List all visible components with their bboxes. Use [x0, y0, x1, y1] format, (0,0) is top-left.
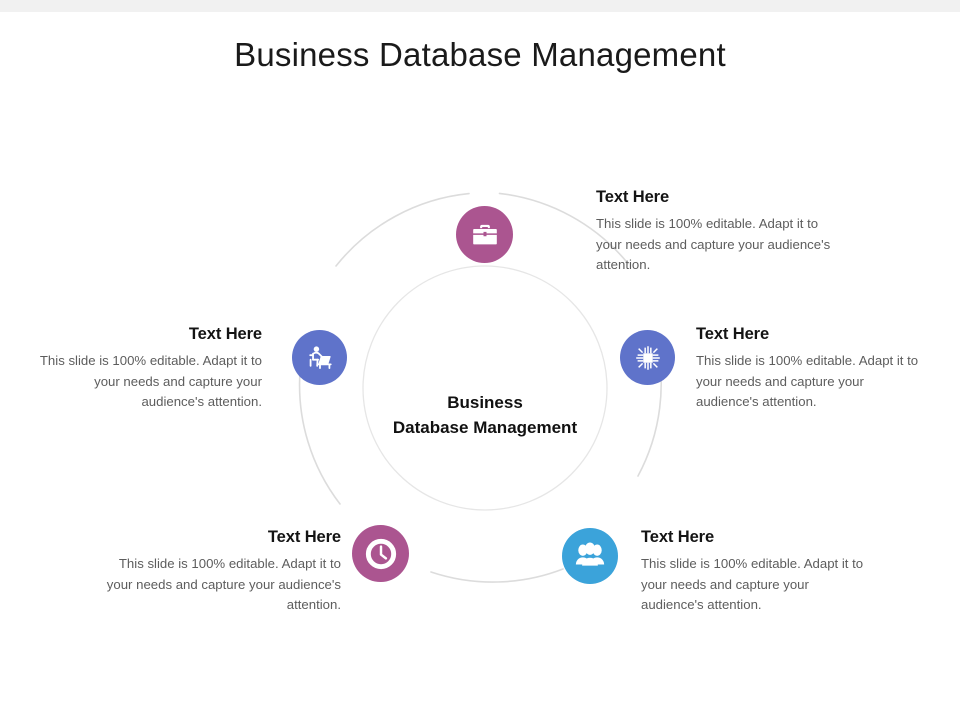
text-block-body: This slide is 100% editable. Adapt it to… [641, 556, 864, 612]
text-block-body: This slide is 100% editable. Adapt it to… [106, 556, 341, 612]
node-top-briefcase[interactable] [456, 206, 513, 263]
text-block-body: This slide is 100% editable. Adapt it to… [696, 353, 919, 409]
text-block-top-right: Text Here This slide is 100% editable. A… [596, 188, 846, 276]
node-bottom-left-clock[interactable] [352, 525, 409, 582]
text-block-body: This slide is 100% editable. Adapt it to… [39, 353, 262, 409]
text-block-body: This slide is 100% editable. Adapt it to… [596, 216, 831, 272]
top-band [0, 0, 960, 12]
text-block-left: Text Here This slide is 100% editable. A… [30, 325, 262, 413]
center-label: Business Database Management [360, 390, 610, 440]
clock-icon [364, 537, 398, 571]
briefcase-icon [470, 220, 500, 250]
node-bottom-right-team[interactable] [562, 528, 618, 584]
center-label-line2: Database Management [392, 418, 578, 437]
text-block-heading: Text Here [596, 188, 670, 206]
text-block-heading: Text Here [188, 325, 262, 343]
inner-circle [362, 265, 608, 511]
text-block-bottom-left: Text Here This slide is 100% editable. A… [96, 528, 341, 616]
ring-graphic [298, 192, 662, 583]
microchip-icon [631, 341, 665, 375]
text-block-heading: Text Here [696, 325, 770, 343]
node-right-microchip[interactable] [620, 330, 675, 385]
team-group-icon [573, 541, 607, 571]
center-label-line1: Business [447, 393, 523, 412]
node-left-person-at-desk[interactable] [292, 330, 347, 385]
text-block-bottom-right: Text Here This slide is 100% editable. A… [641, 528, 873, 616]
text-block-heading: Text Here [267, 528, 341, 546]
outer-ring-arcs [298, 192, 662, 583]
text-block-heading: Text Here [641, 528, 715, 546]
page-title: Business Database Management [234, 36, 726, 73]
text-block-right: Text Here This slide is 100% editable. A… [696, 325, 928, 413]
person-at-desk-icon [304, 342, 336, 374]
